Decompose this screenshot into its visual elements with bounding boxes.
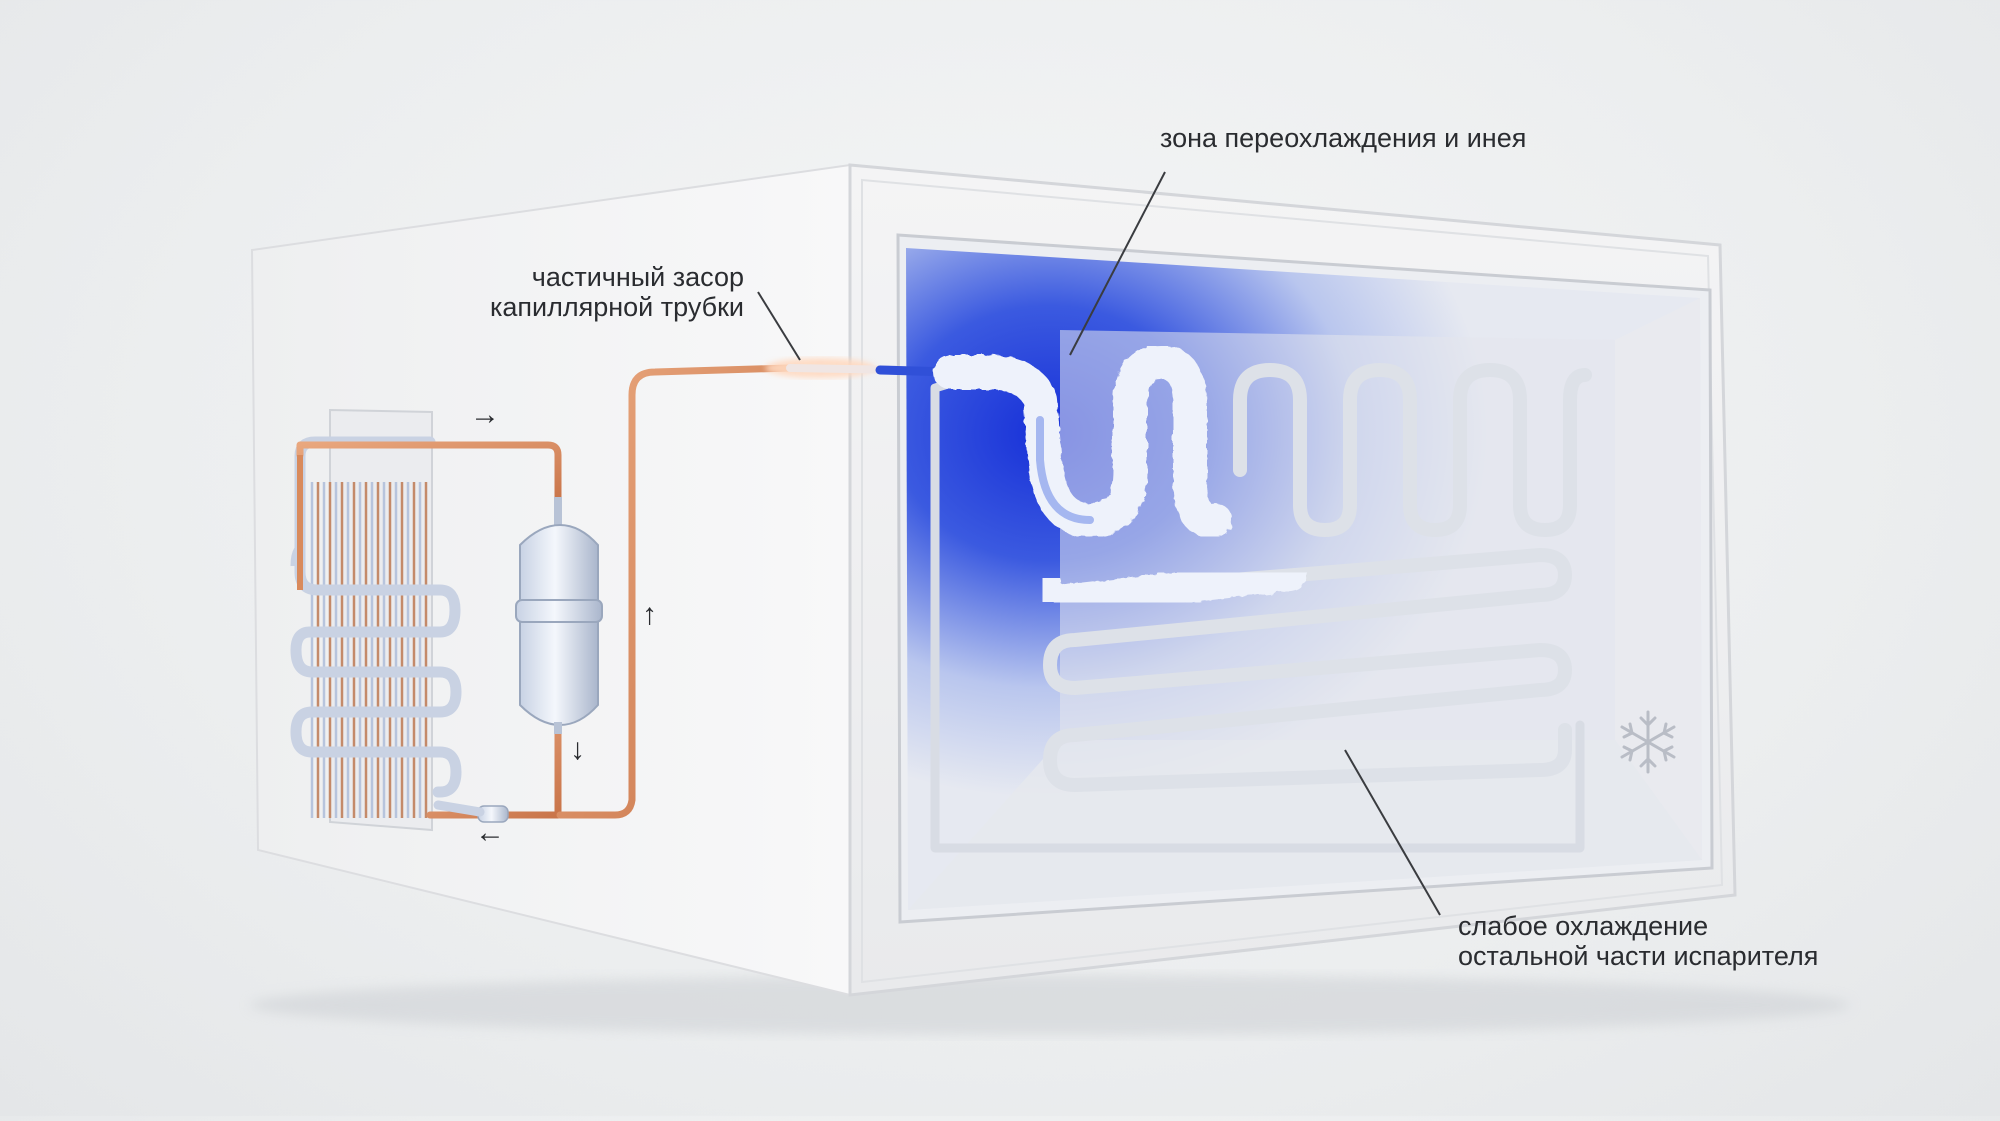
condenser-fins [310,482,428,818]
label-frost-zone: зона переохлаждения и инея [1160,123,1527,153]
label-capillary-clog-line2: капиллярной трубки [489,292,744,322]
label-capillary-clog-line1: частичный засор [531,262,744,292]
condenser-coil [290,436,462,798]
evaporator-return [930,380,1585,853]
arrow-up: ↑ [642,598,657,631]
frost-shadow [1036,416,1094,524]
filter-drier [515,497,603,734]
capillary-line [556,364,794,819]
arrow-bottom: ← [475,816,505,849]
frost-coil [933,345,1232,538]
floor-shadow [250,975,1850,1035]
snowflake-icon [1620,710,1676,774]
leader-weak [1344,749,1441,916]
evaporator-serpentine-clean [1233,363,1592,537]
arrow-top: → [470,398,500,431]
condenser-outlet [433,800,485,817]
cabinet-front-bevel [861,178,1724,984]
freezer-right-wall [1615,298,1702,860]
label-weak-cooling-line2: остальной части испарителя [1458,941,1819,971]
leader-frost [1069,171,1166,356]
condenser-plate [329,408,433,832]
evaporator-lower-runs [1043,548,1572,792]
arrow-down: ↓ [570,733,585,766]
copper-line-top [296,441,562,504]
evaporator [930,345,1592,853]
leader-clog [757,291,801,361]
leader-lines [757,171,1441,916]
label-weak-cooling-line1: слабое охлаждение [1458,911,1709,941]
frost-lower [1054,559,1306,616]
